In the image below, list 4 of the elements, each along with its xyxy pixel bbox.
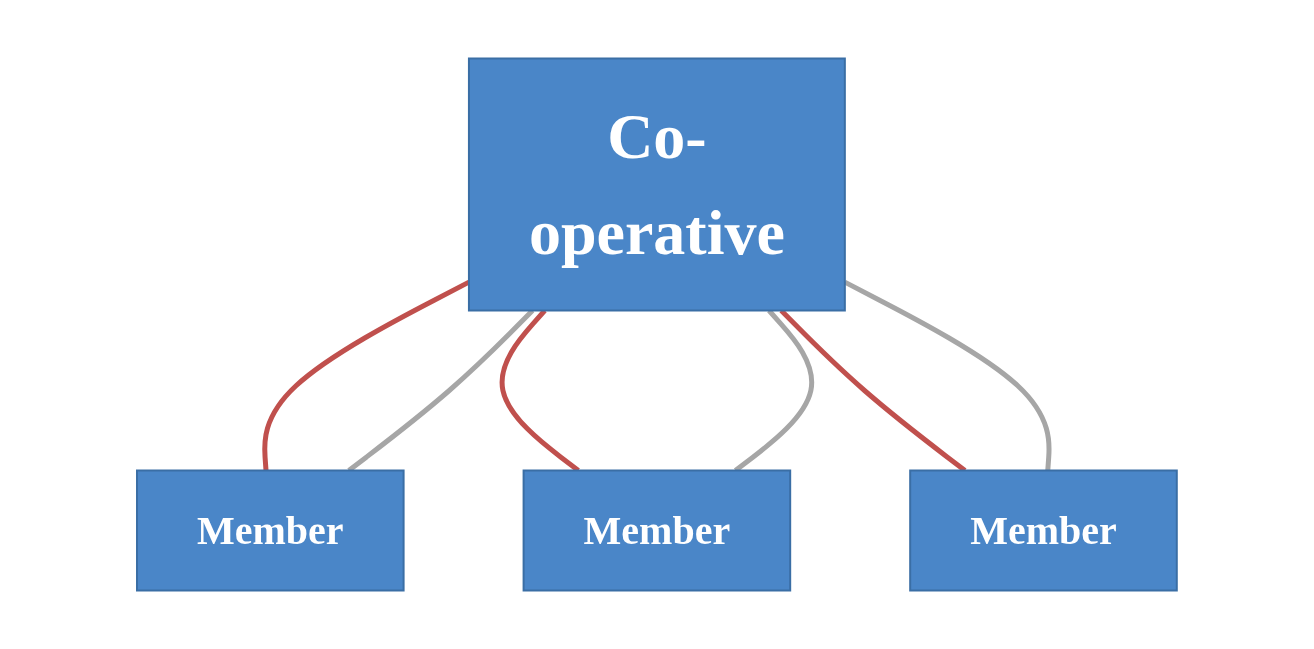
node-box: Member: [522, 469, 792, 592]
node-box: Member: [909, 469, 1178, 592]
node-box: Co-operative: [468, 57, 846, 312]
node-box: Member: [136, 469, 405, 592]
